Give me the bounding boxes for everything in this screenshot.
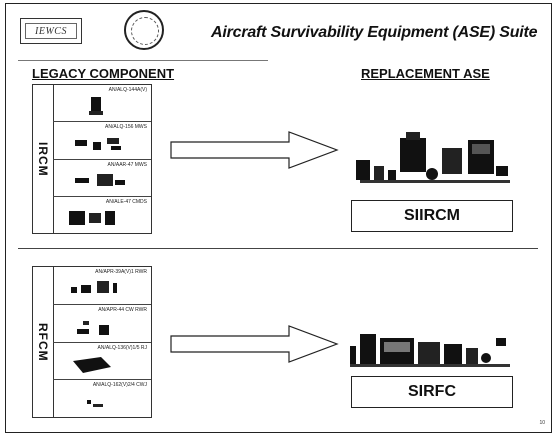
- component-image: [75, 138, 121, 151]
- group-label-cell: IRCM: [33, 85, 54, 233]
- replacement-header: REPLACEMENT ASE: [361, 66, 490, 81]
- component-label: AN/ALQ-162(V)2/4 CWJ: [92, 382, 147, 389]
- component-cell: AN/AAR-47 MWS: [53, 160, 151, 197]
- ircm-label: IRCM: [36, 141, 50, 177]
- page-number: 10: [539, 420, 545, 426]
- header-rule: [18, 60, 268, 61]
- ircm-arrow: [170, 131, 339, 169]
- component-label: AN/ALQ-144A(V): [108, 87, 147, 93]
- slide: IEWCS Aircraft Survivability Equipment (…: [5, 3, 552, 433]
- component-cell: AN/APR-39A(V)1 RWR: [53, 267, 151, 305]
- component-label: AN/ALQ-136(V)1/5 RJ: [97, 344, 147, 351]
- component-cell: AN/ALQ-144A(V): [53, 85, 151, 123]
- component-image: [87, 400, 103, 408]
- component-label: AN/AAR-47 MWS: [107, 161, 147, 168]
- sirfc-box: SIRFC: [351, 376, 513, 408]
- siircm-equipment-image: [356, 132, 510, 183]
- ircm-group: IRCM AN/ALQ-144A(V) AN/ALQ-156 MWS AN/AA…: [32, 84, 152, 234]
- legacy-header: LEGACY COMPONENT: [32, 66, 175, 81]
- component-label: AN/APR-39A(V)1 RWR: [95, 269, 147, 275]
- component-label: AN/ALQ-156 MWS: [105, 124, 147, 131]
- component-image: [73, 356, 111, 373]
- page-title: Aircraft Survivability Equipment (ASE) S…: [211, 24, 538, 41]
- component-cell: AN/ALE-47 CMDS: [53, 197, 151, 233]
- logo-text: IEWCS: [25, 23, 77, 39]
- component-label: AN/APR-44 CW RWR: [98, 306, 147, 313]
- component-cell: AN/ALQ-136(V)1/5 RJ: [53, 343, 151, 381]
- sirfc-equipment-image: [350, 334, 510, 367]
- component-cell: AN/ALQ-156 MWS: [53, 122, 151, 160]
- group-label-cell: RFCM: [33, 267, 54, 417]
- component-image: [71, 281, 117, 293]
- component-cell: AN/ALQ-162(V)2/4 CWJ: [53, 380, 151, 417]
- section-divider: [18, 248, 538, 249]
- rfcm-label: RFCM: [36, 322, 50, 362]
- component-image: [89, 97, 103, 115]
- component-image: [77, 320, 109, 335]
- component-image: [69, 210, 115, 225]
- component-image: [75, 173, 125, 186]
- component-label: AN/ALE-47 CMDS: [105, 198, 147, 205]
- siircm-box: SIIRCM: [351, 200, 513, 232]
- organization-logo: IEWCS: [20, 18, 82, 44]
- component-cell: AN/APR-44 CW RWR: [53, 305, 151, 343]
- seal-emblem: [124, 10, 164, 50]
- rfcm-arrow: [170, 325, 339, 363]
- rfcm-group: RFCM AN/APR-39A(V)1 RWR AN/APR-44 CW RWR…: [32, 266, 152, 418]
